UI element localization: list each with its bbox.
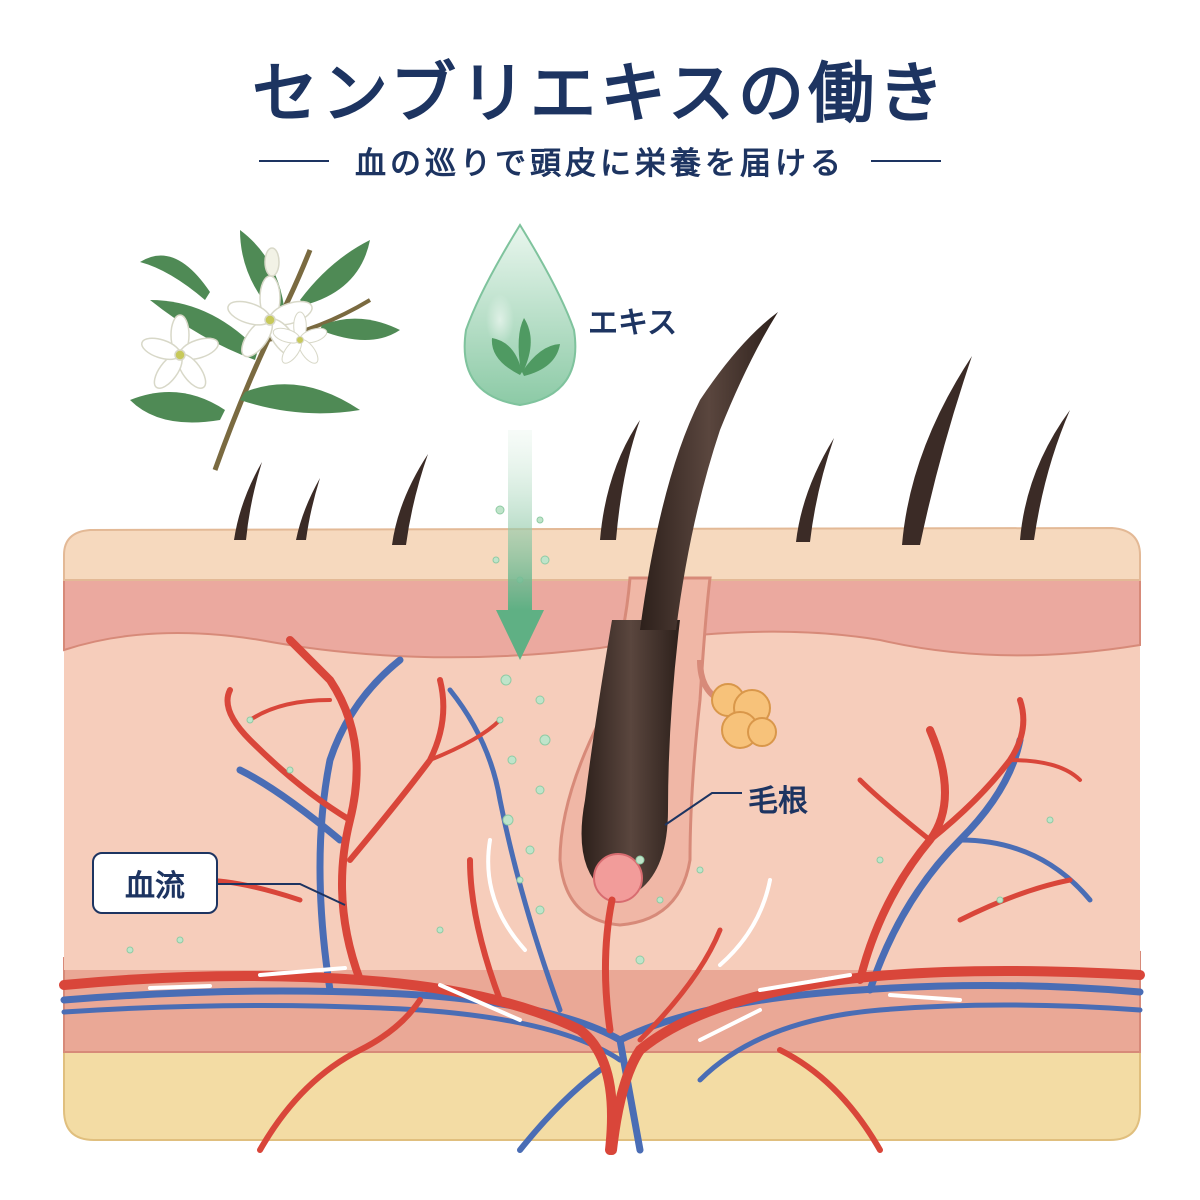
- flower: [141, 247, 328, 389]
- veins: [60, 656, 1144, 1154]
- skin-surface: [63, 526, 1141, 581]
- surface-hair: [600, 420, 640, 540]
- sebaceous-gland: [697, 659, 777, 749]
- surface-hair: [392, 454, 428, 545]
- surface-hair: [796, 438, 834, 542]
- hair-root-leader-line: [664, 792, 742, 826]
- fat-layer: [63, 1049, 1141, 1141]
- blood-flow-label: 血流: [92, 852, 218, 914]
- blood-vessels: [59, 636, 1145, 1155]
- extract-label: エキス: [588, 306, 678, 341]
- page-title: センブリエキスの働き: [251, 54, 949, 132]
- blood-flow-leader-line: [218, 883, 346, 906]
- flow-arrow: [148, 984, 212, 990]
- surface-hairs: [234, 356, 1070, 545]
- hair-root-label: 毛根: [748, 784, 808, 819]
- flow-arrows: [148, 838, 962, 1042]
- hair-bulb: [581, 620, 680, 900]
- flow-arrow: [258, 966, 347, 977]
- surface-hair: [1020, 410, 1070, 540]
- subtitle-dash-right: [871, 159, 941, 162]
- subtitle-row: 血の巡りで頭皮に栄養を届ける: [0, 138, 1200, 183]
- flow-arrow: [758, 973, 852, 992]
- flow-arrow: [698, 1008, 762, 1042]
- extract-particles: [126, 505, 1054, 965]
- subtitle-dash-left: [259, 159, 329, 162]
- flow-arrow: [718, 878, 772, 967]
- swertia-plant-illustration: [130, 230, 400, 471]
- surface-hair: [234, 462, 262, 540]
- flow-arrow: [888, 993, 962, 1002]
- epidermis-layer: [63, 577, 1141, 659]
- dermal-papilla: [593, 853, 643, 903]
- surface-hair: [296, 478, 320, 540]
- flow-arrow: [438, 983, 522, 1022]
- extract-droplet: [463, 223, 577, 407]
- extract-arrow: [496, 430, 544, 660]
- leaf-icon: [491, 318, 560, 376]
- hair-follicle: [558, 312, 778, 927]
- flow-arrow: [486, 838, 527, 952]
- page-subtitle: 血の巡りで頭皮に栄養を届ける: [355, 146, 845, 182]
- surface-hair: [902, 356, 972, 545]
- main-hair-shaft: [640, 312, 778, 630]
- arteries: [59, 636, 1145, 1155]
